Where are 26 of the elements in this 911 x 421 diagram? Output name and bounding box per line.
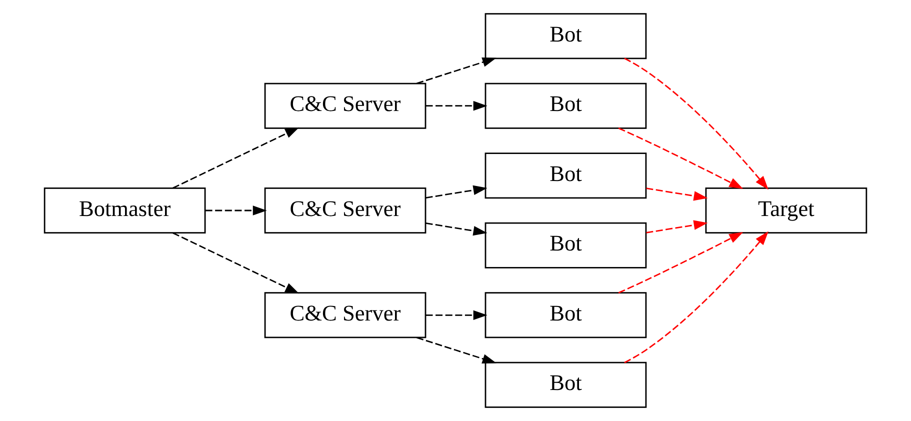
arrow [426,100,488,111]
node-box: Bot [484,82,647,129]
arrow [618,128,744,189]
node-box: Bot [484,362,647,408]
node-box: Target [705,187,868,234]
arrow [618,232,744,294]
node-box: Bot [484,13,647,60]
arrow [624,231,768,364]
arrow [426,222,488,236]
arrow [172,127,300,189]
arrow [646,188,708,201]
arrow [624,58,768,190]
arrow [172,232,300,294]
node-box: Bot [484,152,647,199]
arrow [416,57,496,84]
arrow [426,185,488,198]
arrow [646,220,708,234]
node-box: Botmaster [44,187,206,234]
node-box: Bot [484,222,647,268]
arrow [426,310,488,320]
arrow [416,336,496,364]
node-box: C&C Server [264,187,426,234]
node-box: Bot [484,292,647,338]
arrow [205,206,267,216]
node-box: C&C Server [264,82,426,129]
node-box: C&C Server [264,292,426,338]
